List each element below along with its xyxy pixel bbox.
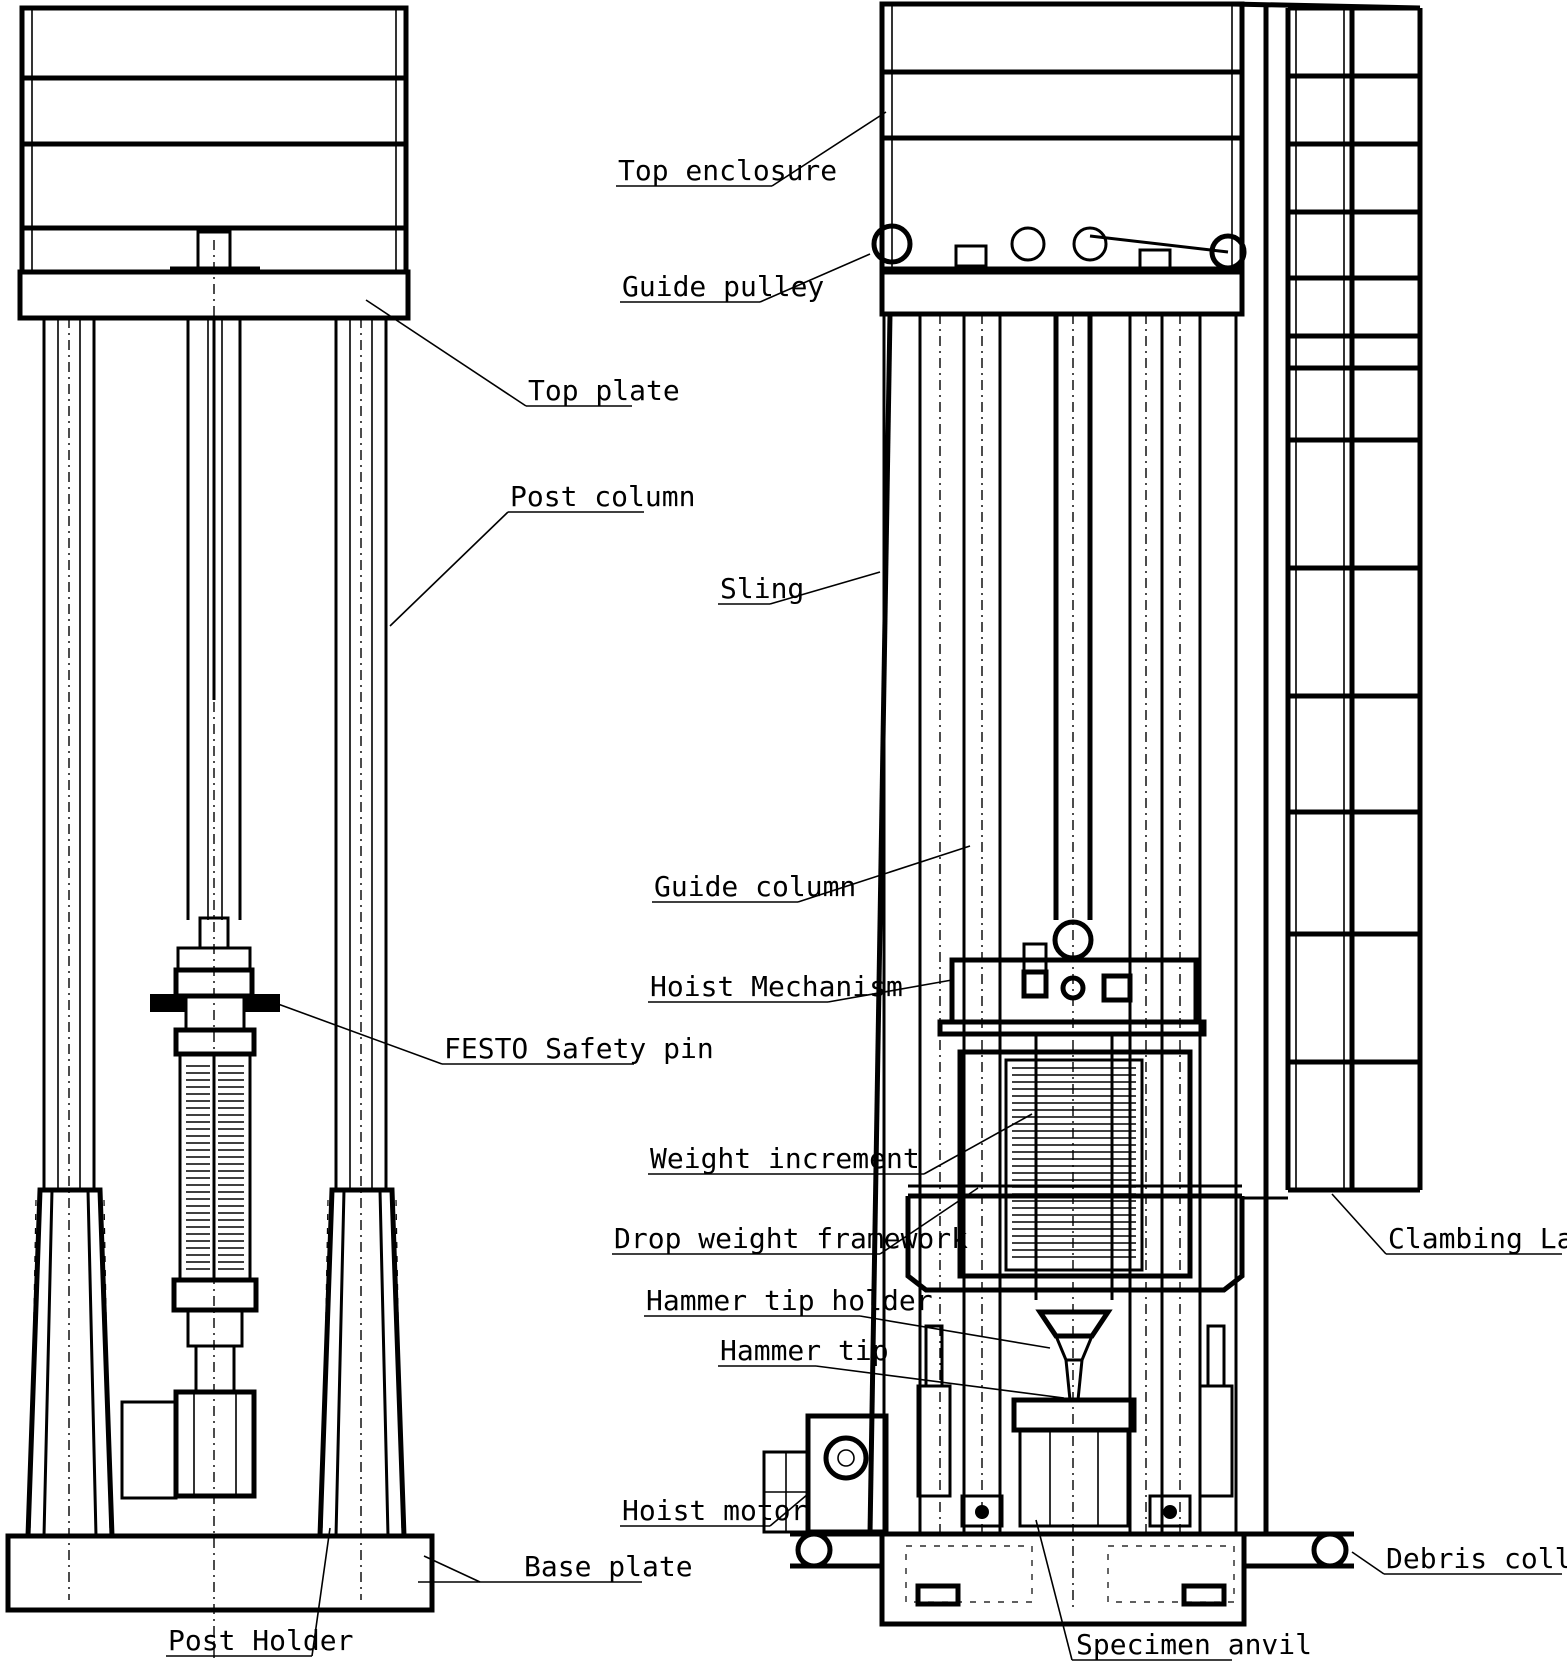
right-guide-columns xyxy=(962,314,1164,1534)
label-guide-pulley: Guide pulley xyxy=(622,270,824,303)
left-view xyxy=(5,5,435,1660)
hoist-motor xyxy=(762,1413,889,1535)
label-top-enclosure: Top enclosure xyxy=(618,154,837,187)
label-drop-weight-framework: Drop weight framework xyxy=(614,1222,968,1255)
left-post-holder-b xyxy=(317,1187,407,1539)
label-top-plate: Top plate xyxy=(528,374,680,407)
sling-line xyxy=(867,313,893,1535)
left-post-column-b xyxy=(334,318,388,1600)
label-weight-increment: Weight increment xyxy=(650,1142,920,1175)
specimen-anvil xyxy=(960,1397,1192,1528)
right-base xyxy=(790,1531,1354,1627)
label-debris-collector: Debris collector xyxy=(1386,1542,1567,1575)
right-outer-posts xyxy=(882,314,1238,1534)
right-view xyxy=(762,1,1423,1627)
left-post-holder-a xyxy=(25,1187,115,1539)
left-top-enclosure xyxy=(19,5,409,275)
label-post-holder: Post Holder xyxy=(168,1624,353,1657)
left-drop-weight-assembly xyxy=(120,916,280,1500)
guide-pulleys xyxy=(871,223,1247,271)
drop-weight-framework xyxy=(905,1034,1245,1300)
label-specimen-anvil: Specimen anvil xyxy=(1076,1628,1312,1661)
left-guide-rods xyxy=(186,318,242,920)
labels: Top plate Post column FESTO Safety pin P… xyxy=(168,154,1567,1661)
label-post-column: Post column xyxy=(510,480,695,513)
label-sling: Sling xyxy=(720,572,804,605)
right-top-enclosure xyxy=(879,1,1245,275)
pneumatic-cylinders xyxy=(916,1324,1234,1498)
label-base-plate: Base plate xyxy=(524,1550,693,1583)
leader-lines xyxy=(166,111,1562,1661)
left-base-plate xyxy=(5,1533,435,1613)
climbing-ladder xyxy=(1231,1,1423,1534)
label-festo-safety-pin: FESTO Safety pin xyxy=(444,1032,714,1065)
left-post-column-a xyxy=(42,318,96,1600)
weight-plates-left xyxy=(186,1065,244,1270)
weight-plates-right xyxy=(1012,1067,1136,1258)
label-hammer-tip: Hammer tip xyxy=(720,1334,889,1367)
label-hammer-tip-holder: Hammer tip holder xyxy=(646,1284,933,1317)
label-hoist-mechanism: Hoist Mechanism xyxy=(650,970,903,1003)
label-guide-column: Guide column xyxy=(654,870,856,903)
hammer-tip-assembly xyxy=(1035,1309,1113,1401)
right-top-plate xyxy=(879,269,1245,317)
hoist-mechanism xyxy=(937,942,1207,1037)
label-hoist-motor: Hoist motor xyxy=(622,1494,807,1527)
label-clambing-ladder: Clambing Ladder xyxy=(1388,1222,1567,1255)
